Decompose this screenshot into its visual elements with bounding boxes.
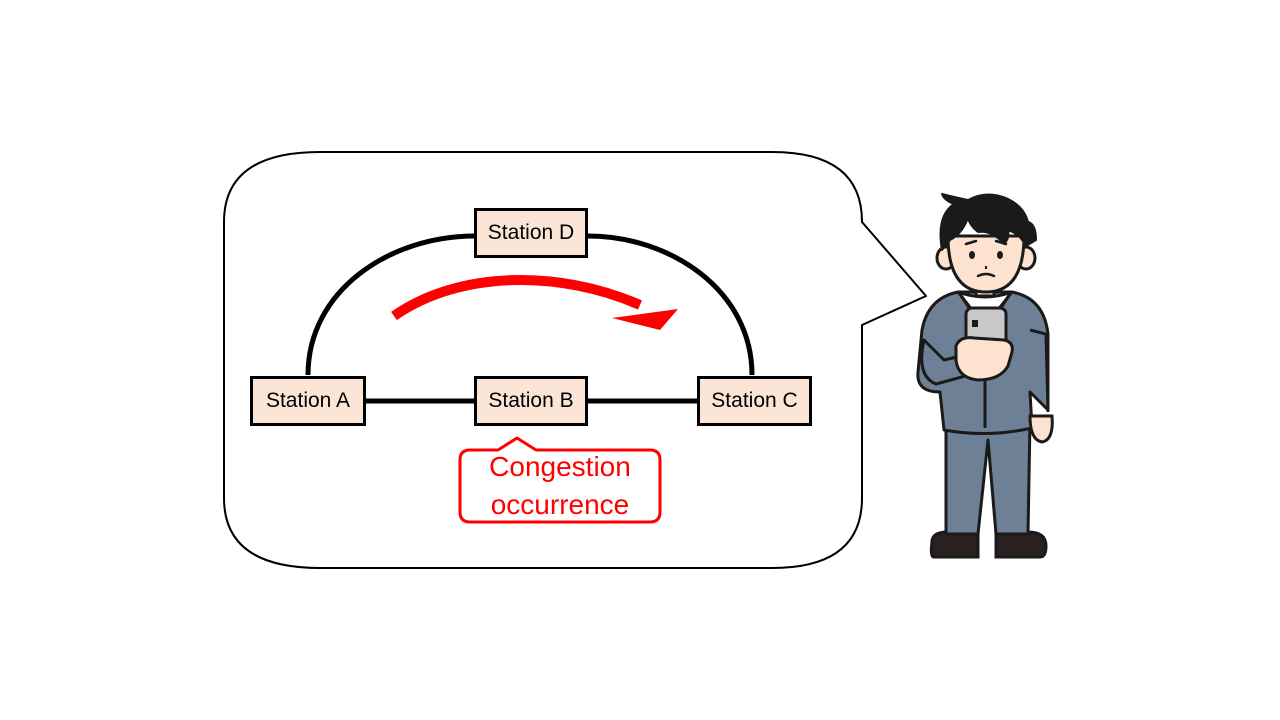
person-with-smartphone-icon [916,193,1054,559]
station-c-box: Station C [697,376,812,426]
congestion-callout-text: Congestion occurrence [462,450,658,522]
station-d-label: Station D [487,221,575,244]
route-arc-a-d-c [305,233,755,376]
station-b-box: Station B [474,376,588,426]
congestion-callout-box [458,436,662,524]
curved-arrow-icon [391,274,678,330]
station-c-label: Station C [711,389,798,412]
speech-bubble [223,151,927,569]
callout-line-2: occurrence [490,489,630,520]
station-a-box: Station A [250,376,366,426]
station-a-label: Station A [265,389,351,412]
station-b-label: Station B [488,389,574,412]
station-d-box: Station D [474,208,588,258]
callout-line-1: Congestion [489,451,631,482]
